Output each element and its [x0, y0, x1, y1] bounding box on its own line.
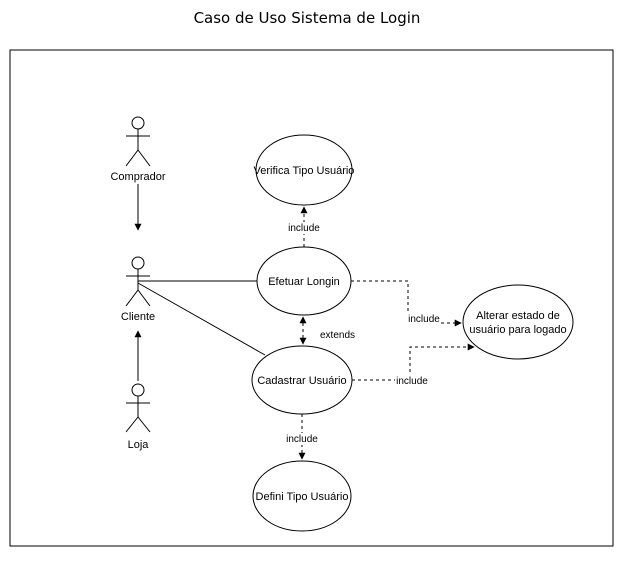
label-bg: [286, 433, 318, 445]
usecase-defini-tipo: Defini Tipo Usuário: [252, 460, 352, 532]
include-login-alterar: [351, 280, 462, 327]
system-boundary: [9, 49, 614, 547]
usecase-efetuar-login: Efetuar Longin: [256, 246, 352, 316]
actor-leg-right: [137, 289, 151, 307]
usecase-label: Defini Tipo Usuário: [256, 491, 349, 503]
usecase-label-line1: Alterar estado de: [476, 310, 560, 322]
actor-leg-left: [125, 149, 139, 167]
usecase-label: Cadastrar Usuário: [257, 375, 346, 387]
usecase-ellipse: [252, 460, 352, 532]
usecase-label: Verifica Tipo Usuário: [254, 165, 355, 177]
usecase-label-line2: usuário para logado: [469, 324, 566, 336]
actor-leg-right: [137, 149, 151, 167]
association-cliente-cadastrar: [137, 282, 266, 356]
include-label-cadastrar-alterar: include: [396, 376, 428, 387]
actor-cliente: Cliente: [121, 256, 155, 323]
label-bg: [406, 313, 440, 325]
extends-label: extends: [320, 330, 355, 341]
usecase-verifica-tipo: Verifica Tipo Usuário: [254, 134, 355, 206]
actor-head: [131, 116, 145, 130]
actor-label-loja: Loja: [128, 439, 150, 451]
label-bg: [288, 222, 320, 234]
include-label-verifica: include: [288, 223, 320, 234]
actor-loja: Loja: [125, 383, 151, 451]
actor-head: [131, 256, 145, 270]
usecase-cadastrar-usuario: Cadastrar Usuário: [251, 345, 353, 415]
include-label-defini: include: [286, 434, 318, 445]
actor-leg-left: [125, 416, 139, 433]
include-cadastrar-alterar: [352, 343, 475, 381]
usecase-alterar-estado: Alterar estado de usuário para logado: [462, 284, 574, 360]
actor-leg-right: [137, 416, 151, 433]
actor-label-cliente: Cliente: [121, 311, 155, 323]
actor-label-comprador: Comprador: [110, 171, 165, 183]
actor-head: [131, 383, 145, 397]
label-bg: [395, 375, 429, 387]
usecase-ellipse: [462, 284, 574, 360]
usecase-ellipse: [255, 134, 353, 206]
diagram-title: Caso de Uso Sistema de Login: [194, 9, 421, 27]
include-label-login-alterar: include: [408, 314, 440, 325]
usecase-label: Efetuar Longin: [268, 276, 340, 288]
actor-leg-left: [125, 289, 139, 307]
actor-comprador: Comprador: [110, 116, 166, 183]
